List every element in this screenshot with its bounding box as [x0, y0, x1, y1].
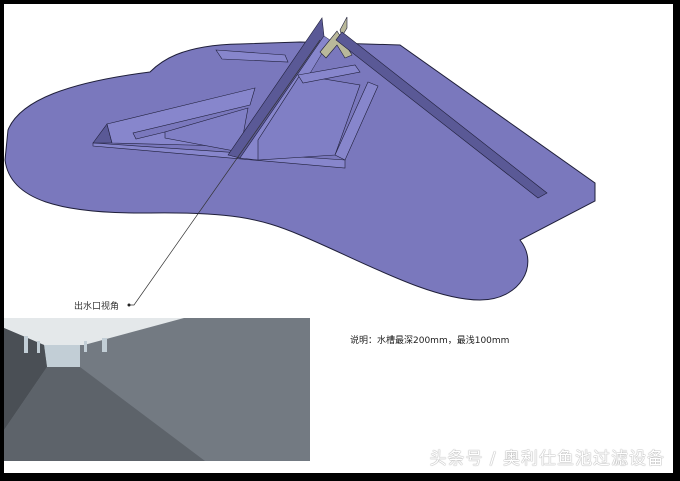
diagram-canvas: 出水口视角 说明：水槽最深200mm，最浅100mm 头条号 / 奥利仕鱼池过滤…: [4, 4, 673, 473]
inlet-box: [319, 30, 353, 59]
right-basin-rim: [297, 64, 361, 84]
right-trough: [334, 81, 379, 161]
description-note: 说明：水槽最深200mm，最浅100mm: [350, 336, 510, 346]
right-basin: [257, 74, 361, 161]
watermark: 头条号 / 奥利仕鱼池过滤设备: [429, 449, 665, 469]
pond-3d-model: [4, 16, 596, 461]
outlet-view-render: [4, 318, 310, 461]
callout-leader: [130, 39, 321, 306]
pond-floor: [4, 41, 596, 301]
diagonal-channel: [335, 31, 548, 199]
top-trough: [215, 49, 289, 63]
callout-label-outlet-view: 出水口视角: [74, 302, 120, 312]
